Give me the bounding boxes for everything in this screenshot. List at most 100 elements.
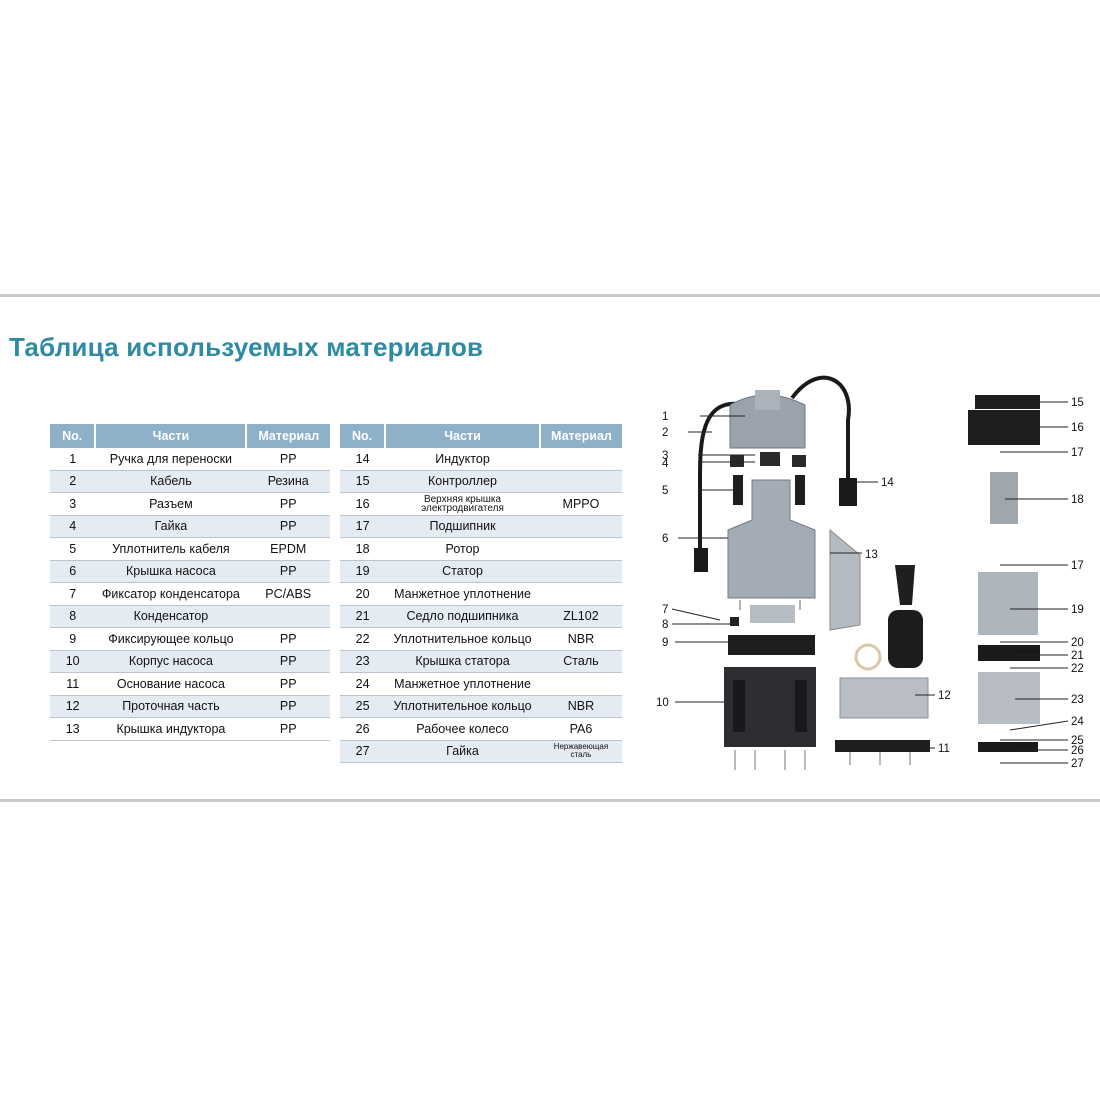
cell-part: Контроллер [385,470,540,493]
callout-labels: 1 2 3 4 5 6 7 8 9 10 11 12 13 14 15 16 1… [656,397,1084,770]
cell-material: PP [246,672,330,696]
cell-no: 2 [50,470,96,493]
col-part-header: Части [94,424,247,448]
cell-material: EPDM [246,537,330,561]
cell-part: Крышка статора [385,650,540,673]
cell-material: PP [246,560,330,583]
cell-no: 5 [50,537,96,561]
cell-part: Основание насоса [95,672,247,696]
cell-part: Верхняя крышка электродвигателя [385,492,540,516]
cell-part: Манжетное уплотнение [385,672,540,696]
cell-no: 25 [340,695,386,718]
callout-label: 11 [938,743,950,755]
table-header-row: No. Части Материал [50,424,330,448]
callout-label: 5 [662,485,668,497]
callout-lines [671,401,1069,764]
cell-part: Уплотнительное кольцо [385,695,540,718]
cell-no: 12 [50,695,96,718]
pump-parts-drawing [694,375,1040,770]
cell-no: 19 [340,560,386,583]
callout-label: 10 [656,697,669,709]
cell-material: PP [246,492,330,516]
cell-no: 23 [340,650,386,673]
cell-material [246,605,330,628]
cell-part: Статор [385,560,540,583]
cell-no: 16 [340,492,386,516]
cell-material: Сталь [539,650,622,673]
callout-label: 15 [1071,397,1084,409]
cell-part: Индуктор [385,448,540,471]
cell-material: PP [246,650,330,673]
cell-part: Кабель [95,470,247,493]
callout-label: 18 [1071,494,1084,506]
cell-no: 4 [50,515,96,538]
callout-label: 17 [1071,560,1084,572]
cell-material: Резина [246,470,330,493]
cell-no: 20 [340,582,386,606]
cell-part: Крышка насоса [95,560,247,583]
cell-no: 7 [50,582,96,606]
cell-material [539,672,622,696]
cell-material: PA6 [539,717,622,741]
col-material-header: Материал [538,424,622,448]
cell-material [539,470,622,493]
callout-label: 20 [1071,637,1084,649]
callout-label: 21 [1071,650,1084,662]
cell-no: 27 [340,740,386,763]
cell-part: Проточная часть [95,695,247,718]
cell-part: Манжетное уплотнение [385,582,540,606]
top-divider [0,294,1100,297]
cell-part: Гайка [95,515,247,538]
callout-label: 24 [1071,716,1084,728]
callout-label: 13 [865,549,878,561]
cell-part: Фиксатор конденсатора [95,582,247,606]
cell-no: 3 [50,492,96,516]
cell-part: Крышка индуктора [95,717,247,741]
cell-no: 11 [50,672,96,696]
cell-no: 22 [340,627,386,651]
callout-label: 7 [662,604,668,616]
cell-no: 24 [340,672,386,696]
cell-no: 10 [50,650,96,673]
callout-label: 27 [1071,758,1084,770]
cell-no: 18 [340,537,386,561]
col-material-header: Материал [245,424,330,448]
callout-label: 9 [662,637,668,649]
cell-material: PP [246,717,330,741]
cell-part: Корпус насоса [95,650,247,673]
callout-label: 14 [881,477,894,489]
cell-part: Седло подшипника [385,605,540,628]
exploded-pump-diagram: 1 2 3 4 5 6 7 8 9 10 11 12 13 14 15 16 1… [656,375,1084,770]
cell-material [539,582,622,606]
cell-no: 6 [50,560,96,583]
bottom-divider [0,799,1100,802]
cell-material [539,537,622,561]
cell-no: 17 [340,515,386,538]
cell-part: Конденсатор [95,605,247,628]
cell-part: Уплотнитель кабеля [95,537,247,561]
callout-label: 12 [938,690,951,702]
cell-material: PP [246,448,330,471]
cell-material: PP [246,515,330,538]
col-no-header: No. [50,424,96,448]
cell-no: 1 [50,448,96,471]
callout-label: 4 [662,458,669,470]
table-header-row: No. Части Материал [340,424,622,448]
callout-label: 16 [1071,422,1084,434]
